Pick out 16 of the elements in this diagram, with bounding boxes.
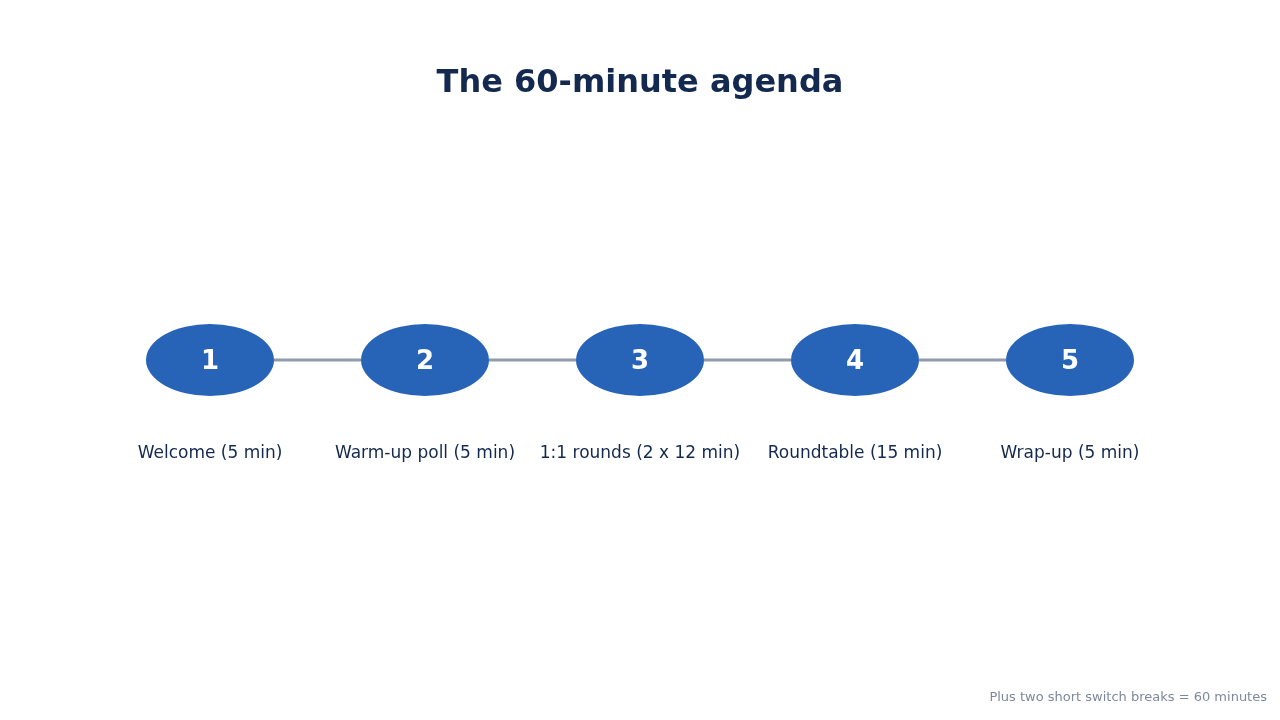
step-number: 1: [200, 345, 220, 375]
connector-line: [274, 358, 361, 362]
diagram-title: The 60-minute agenda: [436, 62, 844, 100]
step-label: Warm-up poll (5 min): [333, 442, 517, 462]
step-label: 1:1 rounds (2 x 12 min): [538, 442, 742, 462]
step-number: 3: [630, 345, 650, 375]
connector-line: [704, 358, 791, 362]
step-number: 5: [1060, 345, 1080, 375]
step-label: Welcome (5 min): [136, 442, 284, 462]
connector-line: [489, 358, 576, 362]
step-number: 2: [415, 345, 435, 375]
caption: Plus two short switch breaks = 60 minutes: [989, 689, 1267, 704]
step-label: Roundtable (15 min): [766, 442, 944, 462]
connector-line: [919, 358, 1006, 362]
step-label: Wrap-up (5 min): [999, 442, 1141, 462]
step-number: 4: [845, 345, 865, 375]
